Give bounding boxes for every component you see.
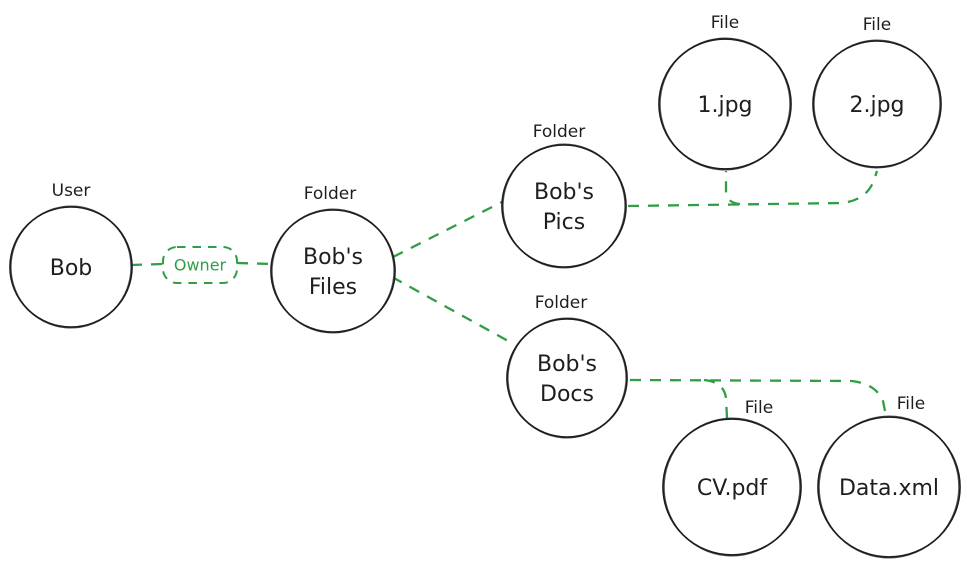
node-circle-outline-user-bob <box>10 205 132 329</box>
edge-branch-to-1-jpg <box>724 171 741 206</box>
node-file-1-jpg: File 1.jpg <box>658 13 792 171</box>
node-label-file-2-jpg: 2.jpg <box>849 93 904 118</box>
node-circle-outline-file-2-jpg <box>813 39 941 169</box>
edge-files-to-pics <box>392 199 505 259</box>
node-circle-outline-folder-bobs-docs <box>507 317 627 439</box>
node-type-label-file-cv-pdf: File <box>745 398 773 418</box>
edge-owner-label-to-files <box>236 261 274 266</box>
node-circle-file-data-xml <box>817 416 961 558</box>
node-circle-outline-folder-bobs-files <box>271 208 395 334</box>
node-type-label-folder-bobs-files: Folder <box>304 184 357 204</box>
node-label-file-cv-pdf: CV.pdf <box>697 476 768 501</box>
edge-docs-to-data-xml <box>629 378 888 417</box>
node-circle-folder-bobs-pics <box>501 144 627 268</box>
node-label-folder-bobs-docs-line-1: Bob's <box>537 352 597 377</box>
node-label-folder-bobs-files-line-2: Files <box>309 275 357 300</box>
node-circle-outline-file-data-xml <box>818 415 960 559</box>
node-type-label-file-1-jpg: File <box>711 13 739 33</box>
node-label-user-bob: Bob <box>50 256 93 281</box>
edge-branch-to-cv-pdf <box>703 378 729 419</box>
node-type-label-folder-bobs-docs: Folder <box>535 293 588 313</box>
node-circle-folder-bobs-docs <box>506 318 628 438</box>
node-circle-outline-file-cv-pdf <box>663 417 801 557</box>
node-type-label-file-data-xml: File <box>897 394 925 414</box>
node-circle-outline-folder-bobs-pics <box>502 143 626 269</box>
node-type-label-folder-bobs-pics: Folder <box>533 122 586 142</box>
node-circle-file-cv-pdf <box>662 418 802 556</box>
node-label-folder-bobs-pics-line-2: Pics <box>543 210 585 235</box>
node-circle-folder-bobs-files <box>270 209 396 333</box>
node-circle-user-bob <box>9 206 133 328</box>
node-circle-file-1-jpg <box>658 38 792 170</box>
edge-bob-to-owner-label <box>130 262 163 267</box>
edge-label-box-owner <box>162 246 238 284</box>
node-type-label-file-2-jpg: File <box>863 15 891 35</box>
node-label-folder-bobs-pics-line-1: Bob's <box>534 180 594 205</box>
node-circle-file-2-jpg <box>812 40 942 168</box>
edge-pics-to-2-jpg <box>627 170 879 208</box>
edge-files-to-docs <box>391 275 511 344</box>
node-file-2-jpg: File 2.jpg <box>812 15 942 169</box>
node-type-label-user-bob: User <box>52 181 91 201</box>
node-circle-outline-file-1-jpg <box>659 37 791 171</box>
node-label-file-1-jpg: 1.jpg <box>697 93 752 118</box>
node-label-file-data-xml: Data.xml <box>839 476 939 501</box>
node-label-folder-bobs-docs-line-2: Docs <box>540 382 594 407</box>
edge-label-owner: Owner <box>162 246 238 284</box>
node-label-folder-bobs-files-line-1: Bob's <box>303 245 363 270</box>
edge-label-text-owner: Owner <box>174 256 227 275</box>
